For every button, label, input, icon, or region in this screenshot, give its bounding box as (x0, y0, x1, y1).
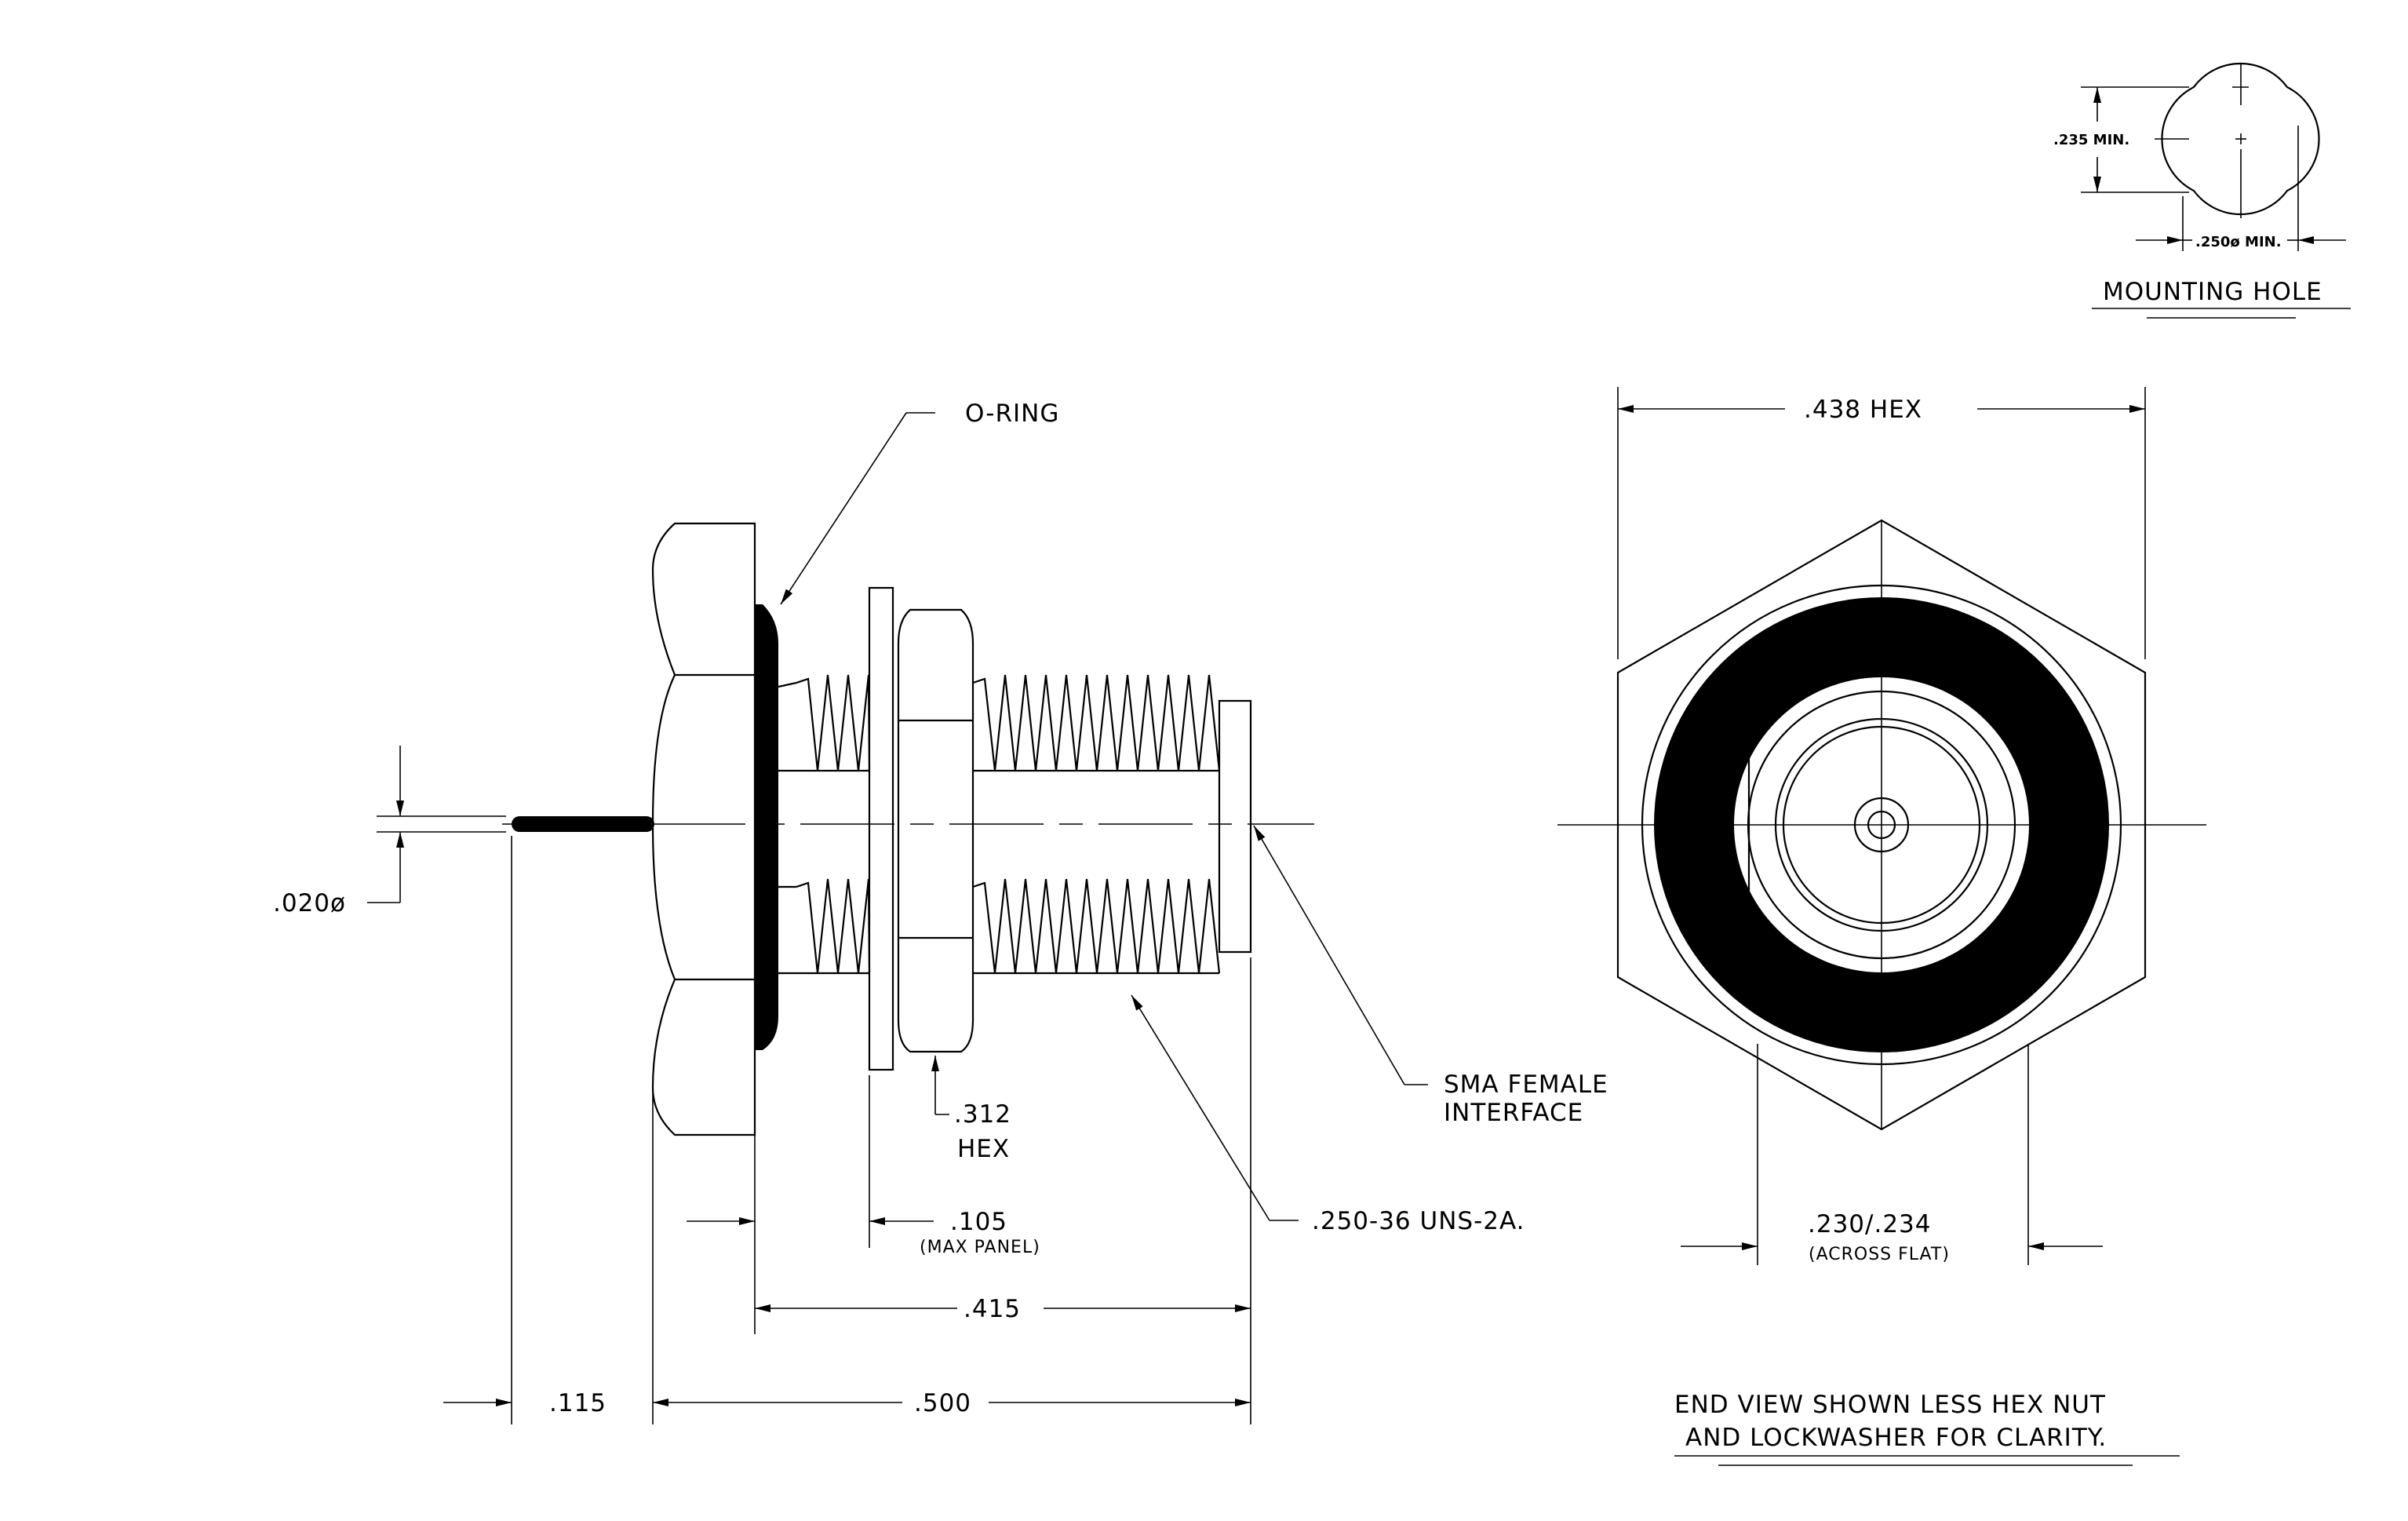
thread-section-left (778, 674, 871, 975)
hex-size-label: .438 HEX (1804, 396, 1922, 424)
end-view-note-1: END VIEW SHOWN LESS HEX NUT (1674, 1391, 2106, 1419)
body-length-label: .500 (914, 1389, 971, 1417)
mounting-hole-title: MOUNTING HOLE (2103, 278, 2322, 306)
nut-hex-label-1: .312 (954, 1100, 1011, 1129)
interface-label-1: SMA FEMALE (1444, 1071, 1608, 1099)
o-ring-label: O-RING (965, 399, 1059, 428)
thread-section-right (972, 674, 1252, 975)
hex-nut (897, 608, 974, 1053)
o-ring (755, 604, 778, 1050)
contact-pin (512, 816, 654, 832)
panel-thickness-sub-label: (MAX PANEL) (920, 1238, 1040, 1257)
end-view: .438 HEX .230/.234 (ACROSS FLAT) END VIE… (1557, 387, 2206, 1466)
nut-hex-label-2: HEX (957, 1135, 1010, 1163)
thread-length-label: .415 (964, 1295, 1021, 1323)
across-flat-sub-label: (ACROSS FLAT) (1809, 1245, 1950, 1264)
across-flat-label: .230/.234 (1808, 1210, 1932, 1238)
pin-length-label: .115 (549, 1389, 607, 1417)
interface-label-2: INTERFACE (1444, 1099, 1583, 1127)
mounting-hole-diameter-label: .250ø MIN. (2195, 234, 2282, 250)
flange-hex-body (651, 522, 756, 1136)
thread-spec-label: .250-36 UNS-2A. (1312, 1207, 1525, 1235)
panel-thickness-label: .105 (950, 1208, 1007, 1236)
mounting-hole-outline (2161, 62, 2320, 216)
side-view: O-RING .020ø .312 HEX .105 (MAX PANEL) .… (273, 399, 1608, 1424)
mounting-hole-height-label: .235 MIN. (2053, 132, 2129, 148)
pin-diameter-label: .020ø (273, 889, 346, 917)
lockwasher (868, 586, 894, 1071)
mounting-hole-detail: .235 MIN. .250ø MIN. MOUNTING HOLE (2053, 62, 2351, 319)
end-view-note-2: AND LOCKWASHER FOR CLARITY. (1685, 1424, 2107, 1452)
